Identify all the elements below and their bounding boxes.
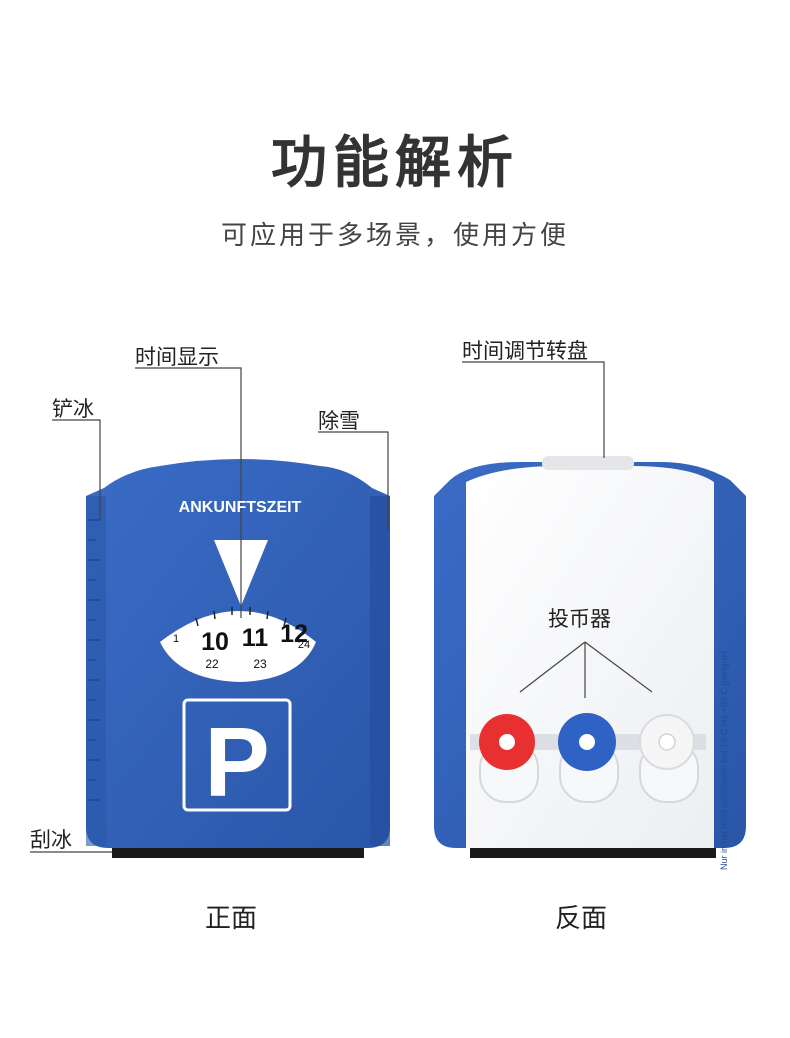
time-dial-window — [160, 611, 316, 682]
dial-hour-10: 10 — [201, 628, 229, 656]
blue-coin-hole — [579, 734, 595, 750]
callout-snow-removal: 除雪 — [318, 409, 360, 433]
page-title: 功能解析 — [271, 131, 519, 196]
callout-ice-shovel: 铲冰 — [52, 397, 94, 421]
dial-hour-12: 12 — [280, 620, 308, 648]
front-scraper-blade — [112, 846, 364, 858]
back-card — [434, 456, 746, 858]
ice-shovel-edge — [86, 496, 106, 846]
parking-letter: P — [204, 707, 269, 817]
back-scraper-blade — [470, 846, 716, 858]
dial-sub-22: 22 — [205, 657, 219, 671]
front-card — [86, 459, 390, 858]
page-subtitle: 可应用于多场景，使用方便 — [220, 221, 569, 251]
white-coin-hole — [658, 733, 676, 751]
dial-partial-hour: 1 — [173, 633, 179, 645]
back-side-text: Nur in hat nicht schlüsseln bei 10 C bis… — [719, 651, 729, 870]
arrival-time-label: ANKUNFTSZEIT — [179, 499, 302, 516]
callout-coin-holder: 投币器 — [548, 607, 611, 631]
dial-sub-23: 23 — [253, 657, 267, 671]
dial-ticks — [195, 607, 287, 627]
back-callout-lines — [462, 361, 653, 698]
snow-removal-edge — [370, 496, 390, 846]
dial-hour-11: 11 — [242, 624, 269, 652]
caption-front: 正面 — [205, 904, 258, 934]
parking-sign-frame — [182, 698, 292, 812]
callout-ice-scrape: 刮冰 — [30, 828, 72, 852]
dial-sub-24: 24 — [298, 639, 310, 651]
time-adjust-dial — [542, 456, 634, 470]
red-coin-hole — [499, 734, 515, 750]
caption-back: 反面 — [555, 904, 608, 934]
callout-time-display: 时间显示 — [135, 345, 219, 369]
callout-time-dial: 时间调节转盘 — [462, 339, 588, 363]
ruler-ticks — [88, 519, 100, 801]
front-callout-lines — [30, 367, 389, 853]
